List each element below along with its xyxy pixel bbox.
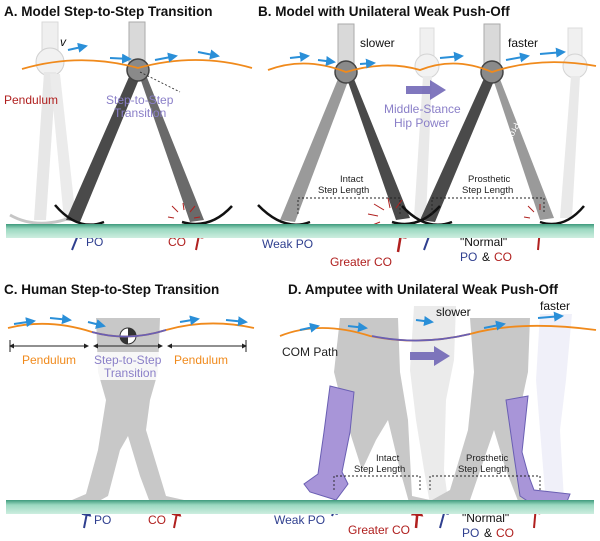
panel-b-velocity-arrow: [505, 52, 530, 63]
panel-d-co-label: CO: [496, 526, 514, 540]
panel-d-com-path-label: COM Path: [282, 345, 338, 359]
panel-a-collision-dashed: [139, 71, 181, 93]
panel-c-co-label: CO: [148, 513, 166, 527]
panel-c: C. Human Step-to-Step Transition Pendulu…: [4, 282, 255, 529]
panel-a-transition-label-2: Transition: [114, 106, 166, 120]
panel-a-velocity-arrow: [67, 42, 88, 53]
panel-d-normal-label: "Normal": [462, 511, 509, 525]
panel-d-ghost-figure-2: [536, 314, 580, 510]
panel-b-prosthetic-step-label-2: Step Length: [462, 185, 513, 196]
panel-d: D. Amputee with Unilateral Weak Push-Off…: [274, 282, 597, 540]
panel-b-intact-step-bracket: [297, 197, 401, 214]
ground-top: [6, 224, 594, 238]
panel-d-velocity-arrow: [415, 316, 434, 326]
panel-d-prosthetic-step-label-1: Prosthetic: [466, 453, 508, 464]
panel-b-foot: [539, 205, 585, 226]
ground-bottom: [6, 500, 594, 514]
panel-a-velocity-arrow: [154, 52, 178, 63]
panel-b-ghost-leg-1: [414, 27, 440, 218]
panel-a-transition-label-1: Step-to-Step: [106, 93, 174, 107]
panel-c-velocity-arrow: [49, 314, 72, 325]
panel-b-co-burst-large: [367, 197, 403, 227]
panel-b-intact-step-label-2: Step Length: [318, 185, 369, 196]
panel-b-com-path: [267, 61, 597, 73]
panel-a-ghost-leg: [9, 21, 81, 225]
panel-d-ghost-figure-1: [410, 306, 456, 504]
panel-b-velocity-arrow: [439, 51, 464, 62]
panel-b-velocity-arrow: [359, 58, 376, 69]
panel-b-velocity-arrow: [289, 51, 310, 62]
panel-c-velocity-arrow: [87, 319, 106, 329]
panel-b-hip-power-arrow: [406, 80, 446, 100]
panel-b: B. Model with Unilateral Weak Push-Off P…: [257, 4, 597, 269]
panel-c-velocity-arrow: [179, 315, 200, 326]
panel-d-hip-power-arrow: [410, 346, 450, 366]
panel-a: A. Model Step-to-Step Transition v Pend: [4, 4, 253, 251]
panel-b-hip-power-label-2: Hip Power: [394, 116, 449, 130]
panel-b-weak-po-label: Weak PO: [262, 237, 313, 251]
panel-a-com-path: [21, 59, 253, 70]
panel-a-velocity-arrow: [197, 49, 220, 60]
panel-d-prosthetic-step-bracket: [429, 475, 541, 490]
panel-a-velocity-symbol: v: [60, 35, 67, 49]
panel-a-leading-foot: [181, 205, 233, 226]
panel-b-prosthetic-step-bracket: [431, 197, 545, 214]
panel-d-slower-label: slower: [436, 305, 471, 319]
panel-a-model-legs: [66, 21, 204, 222]
panel-b-intact-step-label-1: Intact: [340, 174, 364, 185]
panel-b-prosthetic-step-label-1: Prosthetic: [468, 174, 510, 185]
panel-d-figure-2: [432, 318, 571, 506]
panel-d-title: D. Amputee with Unilateral Weak Push-Off: [288, 282, 559, 297]
panel-c-transition-label-1: Step-to-Step: [94, 353, 162, 367]
panel-b-velocity-arrow: [539, 47, 566, 58]
panel-c-pendulum-label-left: Pendulum: [22, 353, 76, 367]
panel-c-human-figure: [72, 318, 184, 510]
panel-a-pendulum-label: Pendulum: [4, 93, 58, 107]
panel-c-transition-path: [91, 329, 167, 338]
panel-d-amp-label: &: [484, 526, 492, 540]
panel-d-transition-path: [371, 333, 471, 342]
panel-c-title: C. Human Step-to-Step Transition: [4, 282, 219, 297]
panel-b-co-burst-small: [523, 204, 541, 219]
panel-b-velocity-arrow: [317, 56, 336, 66]
panel-d-faster-label: faster: [540, 299, 570, 313]
panel-c-velocity-arrow: [225, 316, 248, 327]
panel-c-velocity-arrow: [13, 317, 36, 328]
panel-b-foot: [401, 205, 453, 226]
panel-a-velocity-arrow: [109, 53, 132, 64]
panel-c-transition-label-bg: [92, 352, 164, 380]
panel-b-greater-co-label: Greater CO: [330, 255, 392, 269]
panel-b-amp-label: &: [482, 250, 490, 264]
panel-b-co-label: CO: [494, 250, 512, 264]
panel-a-co-label: CO: [168, 235, 186, 249]
panel-b-foot: [391, 205, 441, 226]
panel-b-ghost-leg-2: [560, 27, 588, 218]
panel-b-title: B. Model with Unilateral Weak Push-Off: [258, 4, 510, 19]
panel-c-pendulum-label-right: Pendulum: [174, 353, 228, 367]
panel-b-foot: [257, 204, 311, 226]
panel-c-transition-label-2: Transition: [104, 366, 156, 380]
panel-d-intact-step-bracket: [333, 475, 421, 490]
panel-d-velocity-arrow: [483, 320, 506, 331]
panel-b-po-label: PO: [460, 250, 477, 264]
panel-a-po-label: PO: [86, 235, 103, 249]
panel-d-prosthetic-step-label-2: Step Length: [458, 464, 509, 475]
panel-d-weak-po-label: Weak PO: [274, 513, 325, 527]
panel-b-faster-label: faster: [508, 36, 538, 50]
panel-b-slower-label: slower: [360, 36, 395, 50]
panel-d-intact-step-label-2: Step Length: [354, 464, 405, 475]
panel-d-greater-co-label: Greater CO: [348, 523, 410, 537]
panel-d-velocity-arrow: [537, 311, 564, 322]
panel-b-hip-power-label-1: Middle-Stance: [384, 102, 461, 116]
panel-a-title: A. Model Step-to-Step Transition: [4, 4, 213, 19]
panel-d-velocity-arrow: [299, 322, 320, 333]
panel-a-trailing-foot: [54, 204, 105, 226]
panel-d-intact-step-label-1: Intact: [376, 453, 400, 464]
panel-a-co-burst: [167, 202, 201, 219]
panel-d-po-label: PO: [462, 526, 479, 540]
panel-c-po-label: PO: [94, 513, 111, 527]
panel-d-velocity-arrow: [347, 322, 368, 333]
panel-b-normal-label: "Normal": [460, 235, 507, 249]
